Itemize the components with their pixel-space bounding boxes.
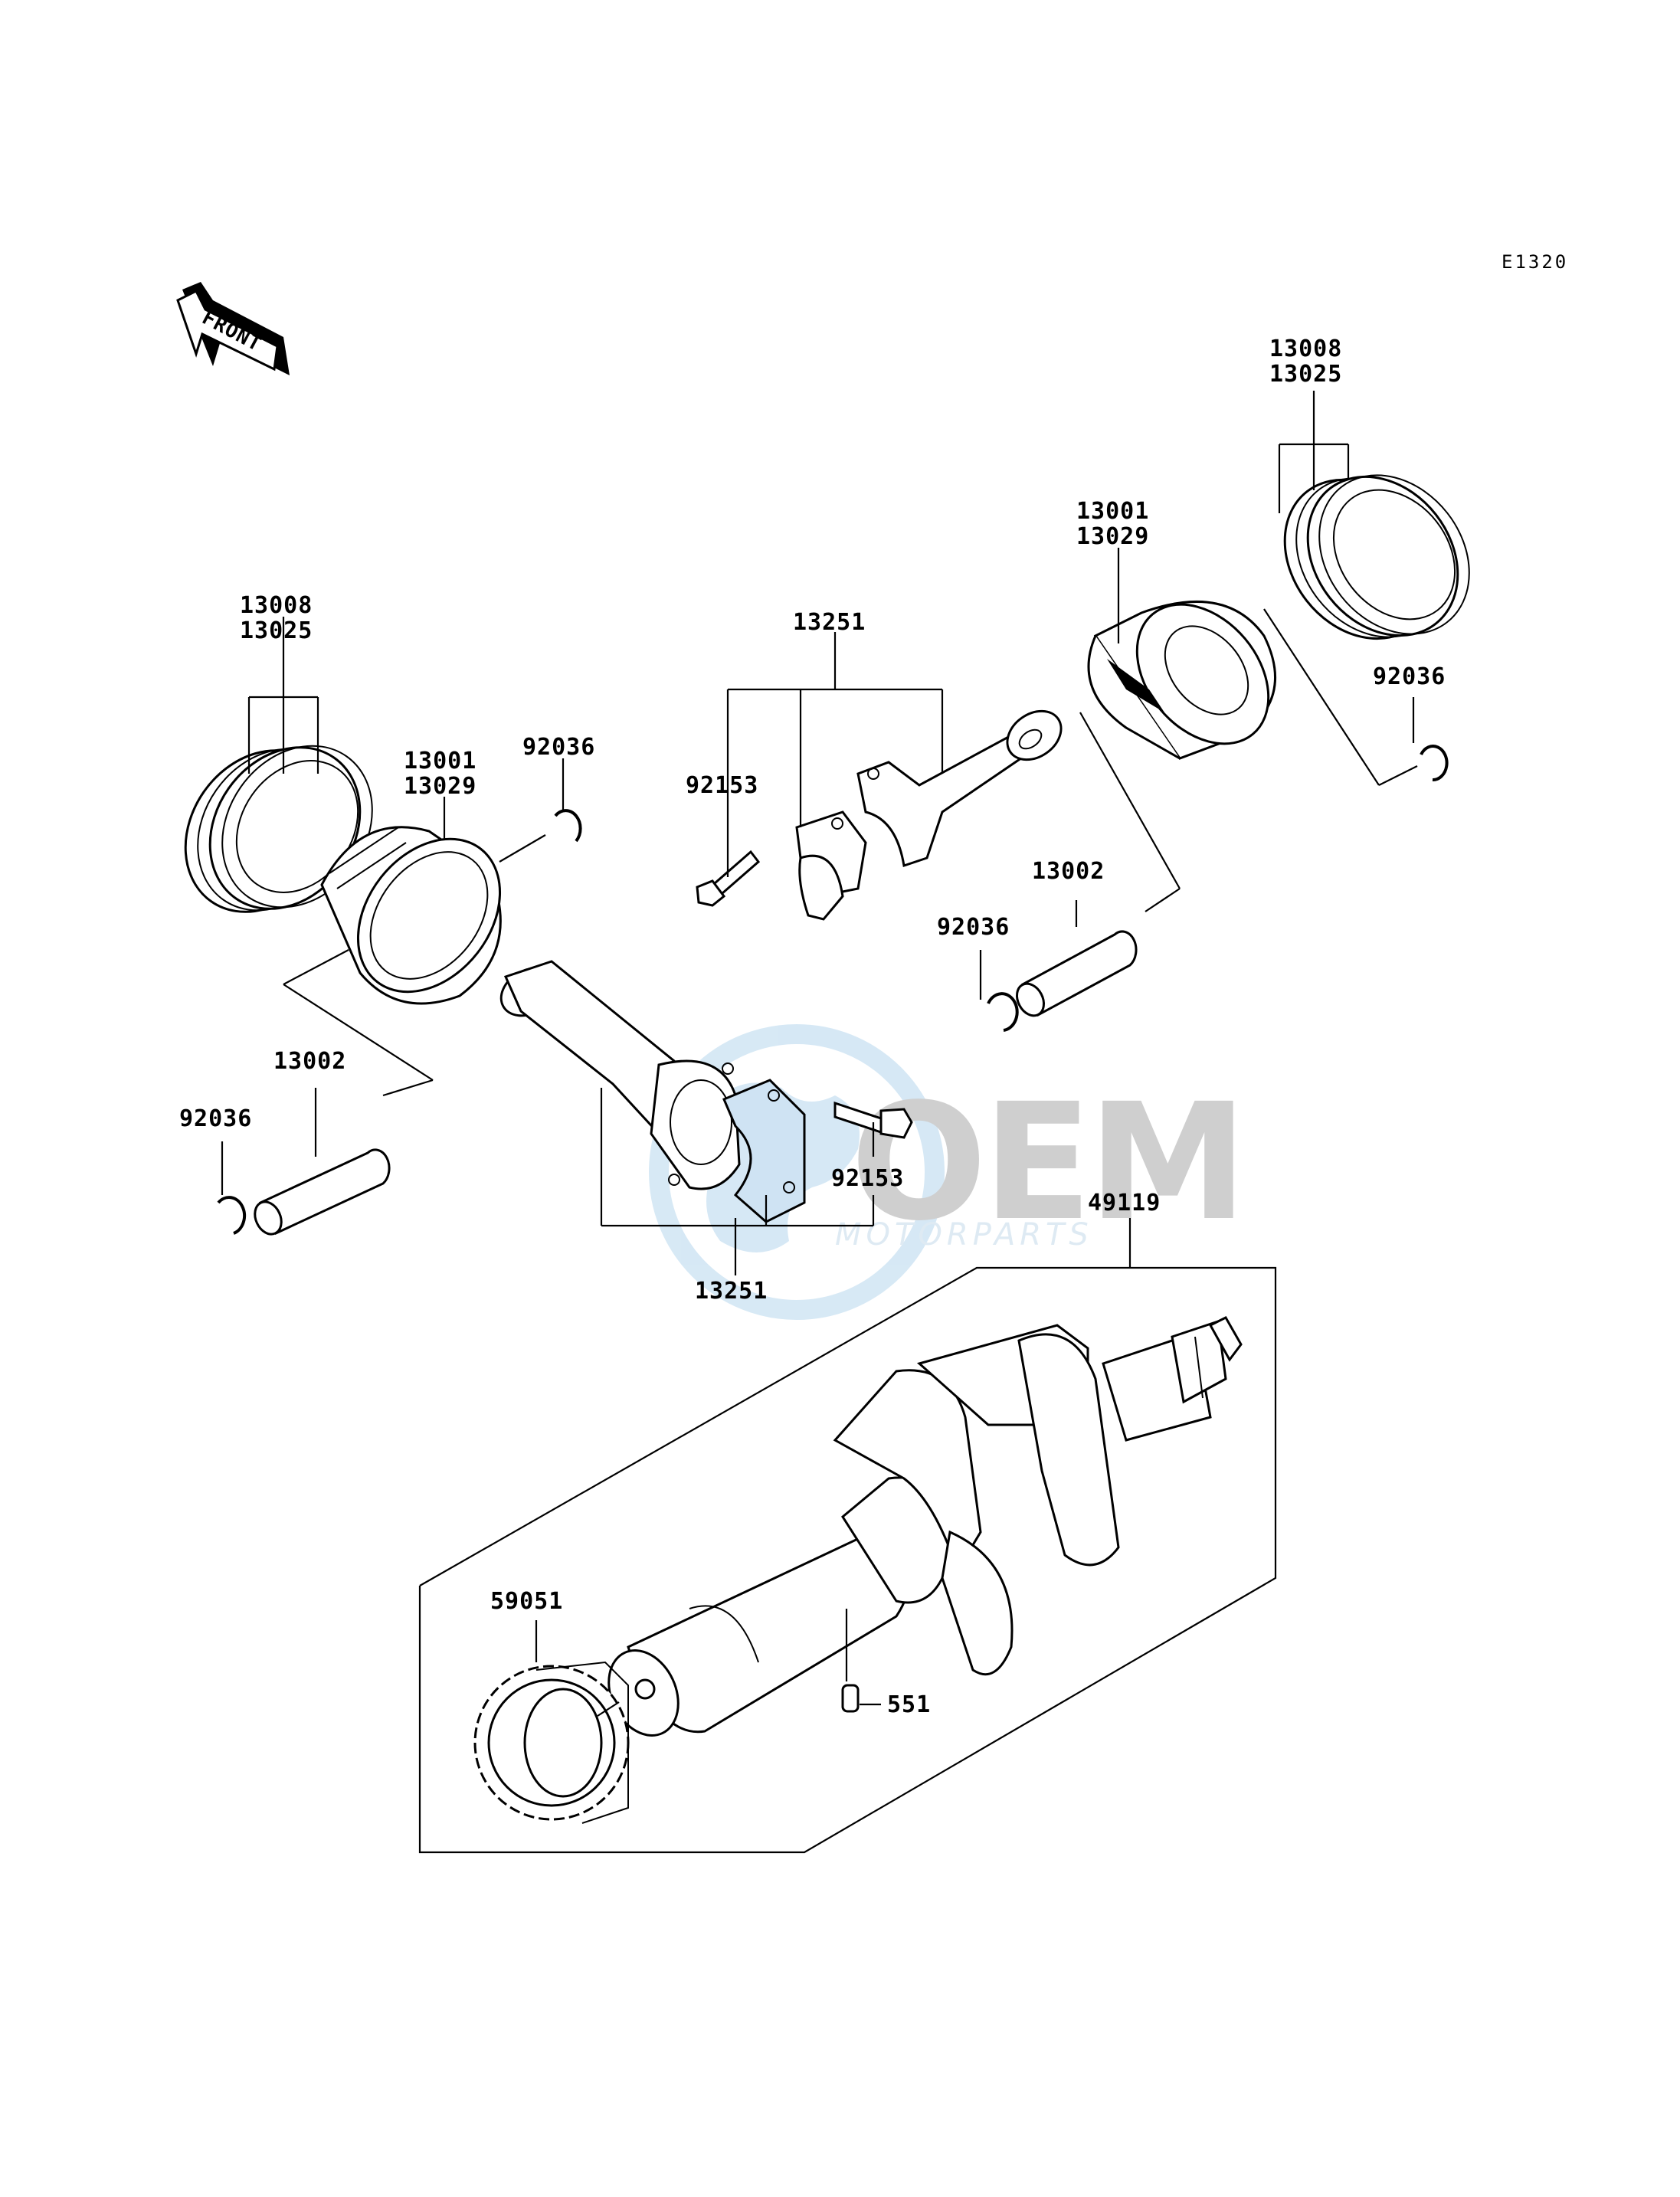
label-rings-left-a: 13008 xyxy=(240,592,313,619)
label-clip-right-top: 92036 xyxy=(1373,663,1446,690)
connecting-rod-top xyxy=(795,709,1063,921)
label-clip-left-bottom: 92036 xyxy=(179,1105,252,1132)
piston-pin-right xyxy=(1015,930,1138,1017)
callout-lines xyxy=(221,391,1418,1854)
crankshaft xyxy=(607,1316,1243,1737)
label-rings-right-a: 13008 xyxy=(1269,336,1342,362)
label-piston-left-b: 13029 xyxy=(404,773,476,800)
woodruff-key xyxy=(841,1684,860,1713)
piston-pin-left xyxy=(254,1148,391,1236)
crankshaft-gear xyxy=(473,1661,630,1824)
label-piston-right-a: 13001 xyxy=(1076,498,1149,525)
label-piston-left-a: 13001 xyxy=(404,748,476,774)
conrod-bolt-bottom xyxy=(833,1101,913,1139)
label-key: 551 xyxy=(887,1691,931,1718)
label-pin-left: 13002 xyxy=(273,1048,346,1075)
label-conrod-bottom: 13251 xyxy=(695,1278,768,1305)
circlip-left-top xyxy=(554,809,582,843)
label-piston-right-b: 13029 xyxy=(1076,523,1149,550)
label-crankshaft: 49119 xyxy=(1088,1190,1161,1216)
label-bolt-top: 92153 xyxy=(686,772,758,799)
circlip-left-bottom xyxy=(217,1196,247,1235)
label-rings-right-b: 13025 xyxy=(1269,361,1342,388)
label-bolt-bottom: 92153 xyxy=(831,1165,904,1192)
oem-motorparts-watermark: OEM MOTORPARTS xyxy=(649,1024,1248,1320)
diagram-code: E1320 xyxy=(1502,251,1568,273)
connecting-rod-cap-left xyxy=(722,1079,806,1223)
front-arrow-icon: FRONT xyxy=(176,282,290,375)
piston-rings-left xyxy=(184,745,373,913)
circlip-right-mid xyxy=(987,992,1019,1032)
connecting-rod-left xyxy=(499,960,741,1190)
label-clip-left-top: 92036 xyxy=(522,734,595,761)
label-rings-left-b: 13025 xyxy=(240,617,313,644)
label-gear: 59051 xyxy=(490,1588,563,1615)
label-conrod-top: 13251 xyxy=(793,609,866,636)
label-pin-right: 13002 xyxy=(1032,858,1105,885)
watermark-brand: OEM xyxy=(850,1069,1243,1256)
piston-rings-right xyxy=(1283,474,1470,640)
circlip-right-top xyxy=(1420,745,1449,782)
piston-right xyxy=(1087,600,1276,760)
bolt-top xyxy=(696,850,761,907)
part-number-labels: 13008 13025 13001 13029 92036 13002 9203… xyxy=(179,336,1446,1718)
piston-left xyxy=(320,826,502,1005)
label-clip-right-mid: 92036 xyxy=(937,914,1010,941)
watermark-sub: MOTORPARTS xyxy=(835,1217,1093,1252)
